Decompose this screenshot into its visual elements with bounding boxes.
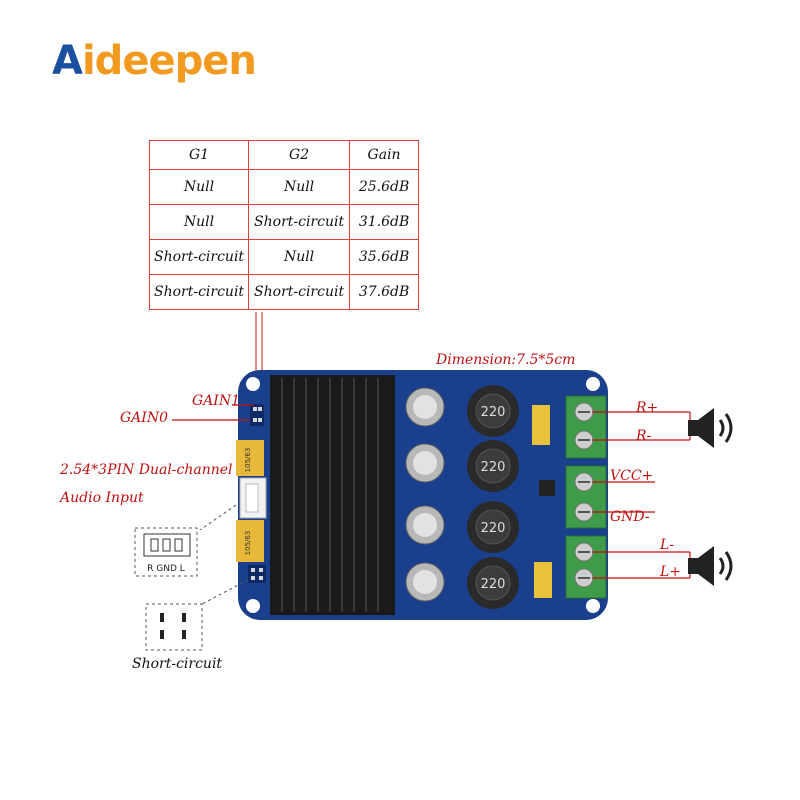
gain-table-cell: Null xyxy=(248,239,351,275)
heatsink xyxy=(270,375,395,615)
gain-table-cell: Short-circuit xyxy=(248,204,351,240)
inductor-marking: 220 xyxy=(481,405,506,420)
gain-table-cell: 35.6dB xyxy=(349,239,420,275)
r-plus-label: R+ xyxy=(636,400,659,416)
gain-table-cell: 25.6dB xyxy=(349,169,420,205)
gain-table-cell: 31.6dB xyxy=(349,204,420,240)
output-terminal-right xyxy=(565,395,607,459)
inductor: 220 xyxy=(467,440,519,492)
gnd-minus-label: GND- xyxy=(610,509,650,525)
brand-logo-a: A xyxy=(52,38,83,84)
mount-hole xyxy=(246,377,260,391)
brand-logo-rest: ideepen xyxy=(81,38,257,84)
gain-table-header-cell: Gain xyxy=(349,140,420,170)
inductor-marking: 220 xyxy=(481,577,506,592)
electrolytic-capacitor xyxy=(405,443,445,483)
electrolytic-capacitor xyxy=(405,505,445,545)
dimension-label: Dimension:7.5*5cm xyxy=(436,352,576,368)
electrolytic-capacitor xyxy=(405,387,445,427)
gain-table: G1 G2 Gain Null Null 25.6dB Null Short-c… xyxy=(148,140,420,310)
output-terminal-left xyxy=(565,535,607,599)
r-minus-label: R- xyxy=(636,428,652,444)
gain-jumper-pins xyxy=(250,404,264,426)
audio-input-connector xyxy=(239,477,267,519)
mount-hole xyxy=(586,377,600,391)
audio-input-label: Audio Input xyxy=(60,490,144,506)
gain1-label: GAIN1 xyxy=(192,393,240,409)
film-capacitor: 105/63 xyxy=(236,520,264,562)
smd-capacitor xyxy=(532,405,550,445)
audio-input-label: 2.54*3PIN Dual-channel xyxy=(60,462,233,478)
table-row: Short-circuit Null 35.6dB xyxy=(148,239,420,275)
short-circuit-callout xyxy=(145,579,249,651)
power-terminal xyxy=(565,465,607,529)
mount-hole xyxy=(586,599,600,613)
brand-logo: Aideepen xyxy=(52,38,257,84)
terminal-leader-lines xyxy=(592,411,691,579)
inductor-marking: 220 xyxy=(481,521,506,536)
gain-table-cell: Short-circuit xyxy=(148,239,250,275)
gain-table-cell: 37.6dB xyxy=(349,274,420,310)
l-plus-label: L+ xyxy=(660,564,682,580)
cap-marking: 105/63 xyxy=(244,531,252,556)
l-minus-label: L- xyxy=(660,537,675,553)
film-capacitor: 105/63 xyxy=(236,440,264,476)
table-row: Null Null 25.6dB xyxy=(148,169,420,205)
table-row: Null Short-circuit 31.6dB xyxy=(148,204,420,240)
vcc-plus-label: VCC+ xyxy=(610,468,654,484)
mount-hole xyxy=(246,599,260,613)
gain-table-header-cell: G1 xyxy=(148,140,250,170)
inductor: 220 xyxy=(467,501,519,553)
gain-table-cell: Null xyxy=(148,204,250,240)
table-row: Short-circuit Short-circuit 37.6dB xyxy=(148,274,420,310)
electrolytic-capacitor xyxy=(405,562,445,602)
inductor: 220 xyxy=(467,557,519,609)
gain-table-cell: Null xyxy=(148,169,250,205)
gain-table-cell: Short-circuit xyxy=(248,274,351,310)
gain0-label: GAIN0 xyxy=(120,410,168,426)
speaker-icon xyxy=(688,408,733,448)
speaker-icon xyxy=(688,546,733,586)
pin-callout: R GND L xyxy=(134,504,237,577)
gain-table-cell: Short-circuit xyxy=(148,274,250,310)
gain-table-header: G1 G2 Gain xyxy=(148,140,420,170)
rectifier-chip xyxy=(539,480,555,496)
inductor-marking: 220 xyxy=(481,460,506,475)
short-circuit-label: Short-circuit xyxy=(132,656,223,672)
pin-labels: R GND L xyxy=(147,564,185,574)
short-circuit-pins xyxy=(248,565,266,583)
inductor: 220 xyxy=(467,385,519,437)
smd-capacitor xyxy=(534,562,552,598)
cap-marking: 105/63 xyxy=(244,448,252,473)
